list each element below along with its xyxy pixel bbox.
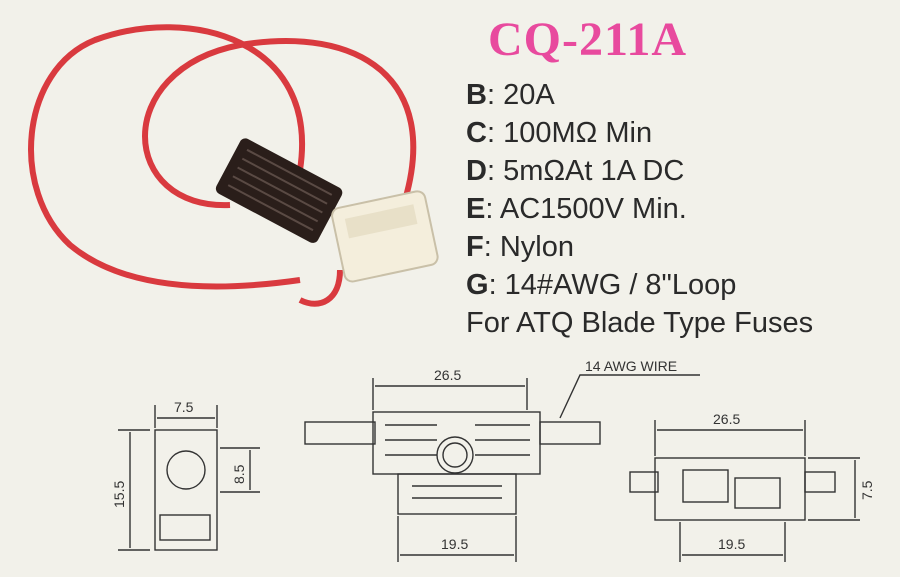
technical-drawings: 7.5 15.5 8.5 14 AWG WIRE 26.5 19.5 26.5 …	[111, 358, 875, 562]
side-height-inner-label: 8.5	[231, 464, 247, 484]
front-top-width-label: 26.5	[434, 367, 461, 383]
wire-loop-left	[28, 24, 305, 290]
top-top-width-label: 26.5	[713, 411, 740, 427]
spec-item-f: F: Nylon	[466, 231, 574, 263]
side-view-drawing	[118, 405, 260, 551]
fuse-holder-light	[331, 190, 439, 283]
spec-item-d: D: 5mΩAt 1A DC	[466, 155, 685, 187]
wire-tail	[298, 269, 343, 307]
fuse-holder-dark	[215, 138, 343, 243]
spec-item-g: G: 14#AWG / 8"Loop	[466, 269, 737, 301]
spec-item-b: B: 20A	[466, 79, 555, 111]
spec-item-e: E: AC1500V Min.	[466, 193, 687, 225]
product-photo	[28, 24, 439, 307]
model-title: CQ-211A	[488, 13, 687, 66]
front-view-drawing	[304, 374, 700, 562]
top-bottom-width-label: 19.5	[718, 536, 745, 552]
side-width-label: 7.5	[174, 399, 194, 415]
spec-item-c: C: 100MΩ Min	[466, 117, 653, 149]
fuse-type-note: For ATQ Blade Type Fuses	[466, 307, 814, 339]
front-wire-label: 14 AWG WIRE	[585, 358, 677, 374]
spec-list: B: 20A C: 100MΩ Min D: 5mΩAt 1A DC E: AC…	[466, 76, 736, 304]
side-height-outer-label: 15.5	[111, 481, 127, 508]
front-bottom-width-label: 19.5	[441, 536, 468, 552]
top-height-label: 7.5	[859, 480, 875, 500]
wire-loop-right	[142, 38, 417, 209]
top-view-drawing	[629, 420, 860, 562]
